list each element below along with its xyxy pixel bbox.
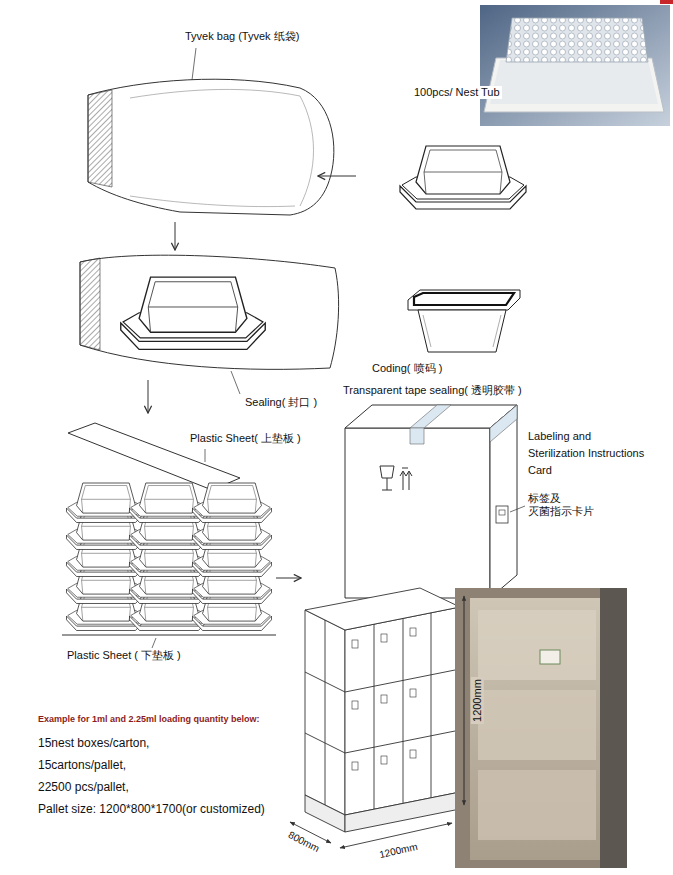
carton-part <box>510 506 525 512</box>
pallet-load-part <box>345 792 460 832</box>
nest-tub-photo-part <box>490 60 658 104</box>
part-label: Plastic Sheet ( 下垫板 ) <box>67 649 181 662</box>
nest-tub <box>400 146 526 209</box>
dimension-label: 1200mm <box>378 841 419 861</box>
pallet-load-part <box>431 613 432 798</box>
flow-arrow-part <box>175 222 176 250</box>
tyvek-bag-part <box>300 96 314 206</box>
part-label: Labeling and Sterilization Instructions … <box>528 428 648 479</box>
flow-arrow-part <box>318 176 356 177</box>
coded-tub-part <box>423 315 431 347</box>
tub-stack-part <box>152 638 156 648</box>
tyvek-bag <box>88 48 334 215</box>
pallet-load-part <box>381 634 387 642</box>
note-line: 15nest boxes/carton, <box>38 736 149 750</box>
pallet-load-part <box>352 701 358 709</box>
carton-part <box>490 405 517 598</box>
pallet-load-part <box>305 588 460 630</box>
flow-arrow-part <box>276 578 301 579</box>
pallet-load-part <box>325 620 326 805</box>
pallet-photo-part <box>540 650 560 664</box>
pallet-photo-part <box>600 588 627 868</box>
note-line: 22500 pcs/pallet, <box>38 780 129 794</box>
coded-tub-part <box>418 310 506 352</box>
pallet-photo-part <box>470 598 602 860</box>
pallet-photo <box>455 588 627 868</box>
nest-tub-photo-part <box>480 5 670 126</box>
coded-tub <box>408 290 520 352</box>
carton-part <box>410 428 424 444</box>
dimension-label: 1200mm <box>470 677 483 724</box>
part-label: Coding( 喷码 ) <box>372 362 442 375</box>
note-line: 15cartons/pallet, <box>38 758 126 772</box>
coded-tub-part <box>414 293 514 305</box>
pallet-load-part <box>345 607 460 815</box>
coded-tub-part <box>493 315 501 347</box>
pallet-photo-part <box>478 690 596 760</box>
sealed-tyvek-bag <box>80 255 339 394</box>
carton-part <box>499 510 505 515</box>
nest-tub-part <box>400 146 526 209</box>
pallet-load-part <box>374 624 375 809</box>
pallet-photo-part <box>478 770 596 840</box>
tub-stack-part <box>62 634 276 635</box>
tyvek-bag-part <box>130 196 295 207</box>
note-line: Pallet size: 1200*800*1700(or customized… <box>38 802 265 816</box>
sealed-tyvek-bag-part <box>121 277 265 349</box>
pallet-load-part <box>345 730 460 753</box>
pallet-load-part <box>403 618 404 803</box>
tyvek-bag-part <box>88 79 334 215</box>
pallet-load-part <box>352 762 358 770</box>
pallet-load-part <box>410 689 416 697</box>
tub-stack <box>62 483 276 648</box>
carton-part <box>496 506 508 523</box>
tyvek-bag-part <box>88 90 112 187</box>
flow-arrow-part <box>148 380 149 413</box>
carton-part <box>490 405 517 442</box>
tub-stack-part <box>193 483 272 522</box>
nest-tub-photo-part <box>506 18 648 62</box>
sealed-tyvek-bag-part <box>80 258 100 350</box>
plastic-sheet-part <box>205 449 206 462</box>
part-label: 标签及 灭菌指示卡片 <box>528 492 598 518</box>
part-label: 100pcs/ Nest Tub <box>412 86 502 99</box>
tyvek-bag-part <box>130 89 300 98</box>
pallet-load-part <box>305 610 345 815</box>
tyvek-bag-part <box>192 48 196 80</box>
carton-part <box>380 466 394 490</box>
nest-tub-photo-part <box>660 0 673 4</box>
part-label: Sealing( 封口 ) <box>245 396 317 409</box>
pallet-photo-part <box>478 610 596 680</box>
pallet-load-part <box>345 669 460 692</box>
part-label: Plastic Sheet( 上垫板 ) <box>190 432 301 445</box>
part-label: Tyvek bag (Tyvek 纸袋) <box>185 30 299 43</box>
note-heading: Example for 1ml and 2.25ml loading quant… <box>38 714 300 725</box>
nest-tub-photo-part <box>484 58 664 112</box>
carton <box>345 405 525 598</box>
pallet-photo-part <box>455 588 627 868</box>
pallet-load-part <box>352 640 358 648</box>
pallet-photo-part <box>464 596 465 805</box>
carton-part <box>345 428 490 598</box>
carton-part <box>345 405 517 428</box>
nest-tub-photo <box>480 0 673 126</box>
pallet-load-part <box>410 750 416 758</box>
sealed-tyvek-bag-part <box>231 371 240 394</box>
pallet-load-part <box>410 628 416 636</box>
pallet-load <box>290 588 460 848</box>
dimension-label: 800mm <box>286 829 321 855</box>
carton-part <box>400 468 412 490</box>
carton-part <box>410 405 451 428</box>
pallet-load-part <box>381 756 387 764</box>
pallet-load-part <box>305 795 345 832</box>
pallet-load-part <box>381 695 387 703</box>
part-label: Transparent tape sealing( 透明胶带 ) <box>343 384 522 397</box>
sealed-tyvek-bag-part <box>80 255 339 369</box>
coded-tub-part <box>408 290 520 310</box>
